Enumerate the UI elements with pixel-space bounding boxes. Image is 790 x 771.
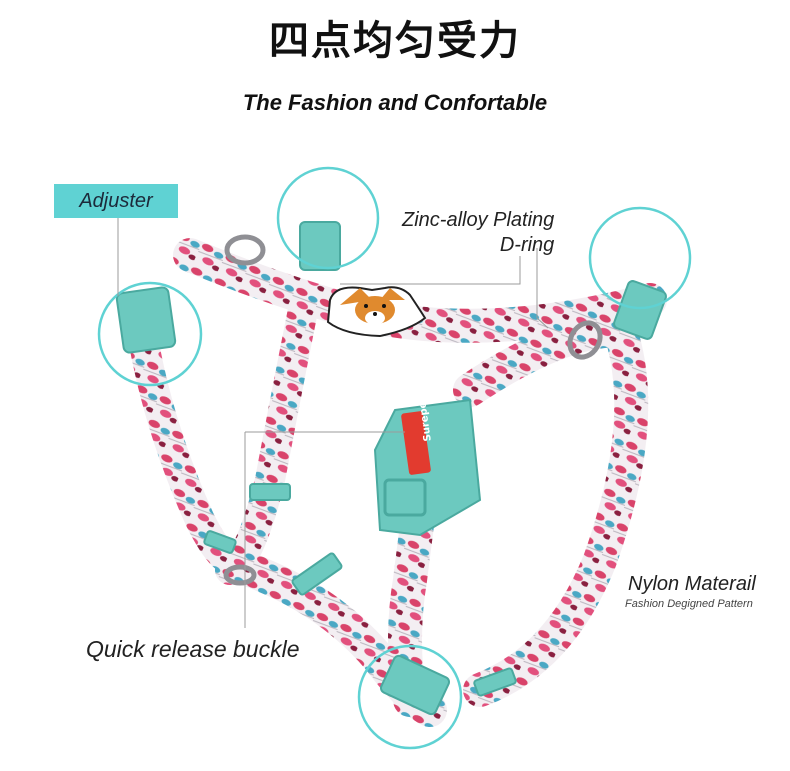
- plastic-sliders: [115, 221, 667, 716]
- highlight-circles: [97, 166, 692, 750]
- adjuster-callout: Adjuster: [54, 184, 178, 218]
- zinc-line1: Zinc-alloy Plating: [402, 209, 555, 231]
- quick-release-callout: Quick release buckle: [86, 636, 300, 662]
- nylon-callout: Nylon Materail: [628, 573, 756, 595]
- zinc-dring-callout: Zinc-alloy Plating D-ring: [402, 208, 554, 258]
- quick-release-buckle: Surepet: [373, 396, 482, 537]
- page-title: 四点均匀受力: [269, 18, 521, 64]
- dog-badge-icon: [326, 286, 427, 338]
- nylon-subcaption: Fashion Degigned Pattern: [625, 598, 753, 610]
- page-subtitle: The Fashion and Confortable: [242, 90, 548, 115]
- d-rings: [223, 234, 603, 586]
- callout-leader-lines: [117, 218, 549, 628]
- zinc-line2: D-ring: [499, 234, 555, 256]
